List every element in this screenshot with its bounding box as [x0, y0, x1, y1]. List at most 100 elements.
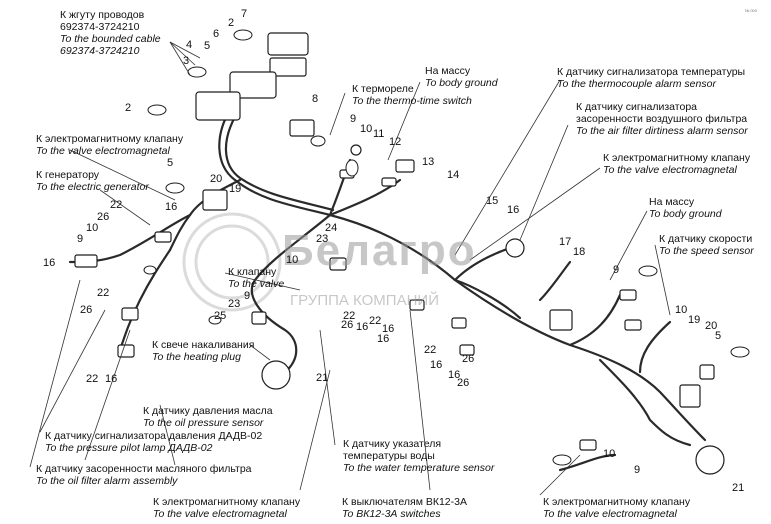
label-water-ru1: К датчику указателя	[343, 438, 442, 450]
callout-number: 16	[377, 333, 390, 345]
callout-number: 13	[422, 156, 435, 168]
label-valve-ru: К клапану	[228, 266, 277, 278]
callout-number: 3	[183, 55, 190, 67]
connectors	[74, 32, 725, 475]
label-thermo-switch-en: To the thermo-time switch	[352, 95, 472, 107]
label-air-filter-en: To the air filter dirtiness alarm sensor	[576, 125, 748, 137]
callout-number: 4	[186, 39, 193, 51]
callout-number: 16	[356, 321, 369, 333]
callout-number: 16	[105, 373, 118, 385]
label-oil-filter-ru: К датчику засоренности масляного фильтра	[36, 463, 252, 475]
label-thermo-switch-ru: К терморелe	[352, 83, 414, 95]
callout-number: 5	[715, 330, 722, 342]
label-harness-code1: 692374-3724210	[60, 21, 140, 33]
label-oil-filter-en: To the oil filter alarm assembly	[36, 475, 178, 487]
label-water-en: To the water temperature sensor	[343, 462, 495, 474]
callout-number: 22	[110, 199, 123, 211]
callout-number: 6	[213, 28, 220, 40]
label-oil-pressure-en: To the oil pressure sensor	[143, 417, 264, 429]
corner-mark: № 000	[744, 8, 757, 13]
callout-number: 26	[341, 319, 354, 331]
label-ground1-en: To body ground	[425, 77, 498, 89]
label-speed-ru: К датчику скорости	[659, 233, 753, 245]
callout-number: 22	[369, 315, 382, 327]
callout-number: 10	[675, 304, 688, 316]
label-pilot-ru: К датчику сигнализатора давления ДАДВ-02	[45, 430, 263, 442]
callout-number: 9	[613, 264, 620, 276]
label-valve1-en: To the valve electromagnetal	[36, 145, 170, 157]
callout-number: 15	[486, 195, 499, 207]
callout-number: 10	[286, 254, 299, 266]
label-harness-code2: 692374-3724210	[60, 45, 140, 57]
callout-number: 19	[688, 314, 701, 326]
callout-number: 21	[732, 482, 745, 494]
callout-number: 21	[316, 372, 329, 384]
callout-number: 19	[229, 183, 242, 195]
callout-number: 14	[447, 169, 460, 181]
callout-number: 5	[204, 40, 211, 52]
callout-number: 9	[77, 233, 84, 245]
label-valve1-ru: К электромагнитному клапану	[36, 133, 184, 145]
callout-number: 2	[228, 17, 235, 29]
label-valve2-en: To the valve electromagnetal	[603, 164, 737, 176]
callout-number: 20	[705, 320, 718, 332]
watermark-subtitle: ГРУППА КОМПАНИЙ	[290, 292, 439, 309]
label-valve2-ru: К электромагнитному клапану	[603, 152, 751, 164]
label-speed-en: To the speed sensor	[659, 245, 754, 257]
callout-number: 24	[325, 222, 338, 234]
callout-number: 8	[312, 93, 319, 105]
callout-number: 16	[165, 201, 178, 213]
label-generator-ru: К генератору	[36, 169, 100, 181]
label-valve4-ru: К электромагнитному клапану	[543, 496, 691, 508]
leader-lines	[29, 41, 671, 496]
label-air-filter-ru2: засоренности воздушного фильтра	[576, 113, 748, 125]
ring-terminals	[143, 29, 750, 466]
callout-number: 26	[457, 377, 470, 389]
callout-number: 22	[97, 287, 110, 299]
label-thermocouple-en: To the thermocouple alarm sensor	[557, 78, 716, 90]
label-thermocouple-ru: К датчику сигнализатора температуры	[557, 66, 746, 78]
label-valve3-en: To the valve electromagnetal	[153, 508, 287, 520]
callout-number: 16	[382, 323, 395, 335]
label-switch-ru: К выключателям ВК12-3А	[342, 496, 467, 508]
callout-number: 9	[244, 290, 251, 302]
callout-number: 26	[462, 353, 475, 365]
callout-number: 16	[507, 204, 520, 216]
callout-number: 16	[43, 257, 56, 269]
callout-number: 12	[389, 136, 402, 148]
callout-number: 25	[214, 310, 227, 322]
callout-number: 18	[573, 246, 586, 258]
label-switch-en: To ВК12-3А switches	[342, 508, 441, 520]
callout-number: 17	[559, 236, 572, 248]
callout-number: 22	[424, 344, 437, 356]
callout-number: 16	[430, 359, 443, 371]
callout-number: 26	[80, 304, 93, 316]
callout-number: 2	[125, 102, 132, 114]
label-generator-en: To the electric generator	[36, 181, 149, 193]
label-harness-en: To the bounded cable	[60, 33, 161, 45]
label-plug-ru: К свече накаливания	[152, 339, 255, 351]
callout-number: 26	[97, 211, 110, 223]
callout-number: 10	[603, 448, 616, 460]
callout-number: 9	[350, 113, 357, 125]
watermark-logo	[182, 212, 282, 312]
callout-number: 23	[228, 298, 241, 310]
label-air-filter-ru1: К датчику сигнализатора	[576, 101, 698, 113]
callout-number: 11	[373, 128, 385, 140]
callout-number: 9	[634, 464, 641, 476]
callout-number: 23	[316, 233, 329, 245]
label-harness-ru: К жгуту проводов	[60, 9, 145, 21]
label-ground1-ru: На массу	[425, 65, 471, 77]
label-valve4-en: To the valve electromagnetal	[543, 508, 677, 520]
watermark-brand: Белагро	[282, 226, 477, 275]
label-ground2-en: To body ground	[649, 208, 722, 220]
callout-number: 7	[241, 8, 248, 20]
callout-number: 5	[167, 157, 174, 169]
label-ground2-ru: На массу	[649, 196, 695, 208]
callout-number: 22	[86, 373, 99, 385]
label-pilot-en: To the pressure pilot lamp ДАДВ-02	[45, 442, 213, 454]
callout-number: 16	[448, 369, 461, 381]
callout-number: 20	[210, 173, 223, 185]
callout-number: 10	[86, 222, 99, 234]
